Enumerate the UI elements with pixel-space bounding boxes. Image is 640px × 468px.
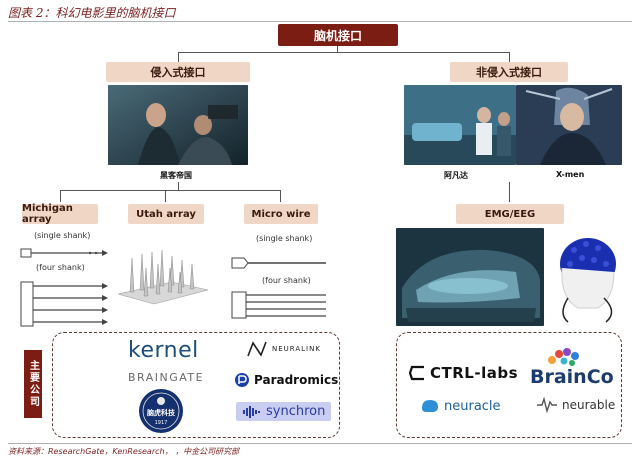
companies-label: 主要公司 [24, 350, 42, 418]
michigan-four-label: (four shank) [36, 263, 85, 272]
ctrl-labs-logo: CTRL-labs [408, 364, 518, 382]
micro-wire-box: Micro wire [244, 204, 318, 224]
noninvasive-category: 非侵入式接口 [450, 62, 568, 82]
paradromics-icon [235, 373, 249, 387]
microwire-four-diagram [230, 290, 328, 324]
seal-name: 脑虎科技 [147, 409, 175, 417]
michigan-drop [60, 190, 61, 202]
root-stem [337, 46, 338, 52]
microwire-four-label: (four shank) [262, 276, 311, 285]
michigan-array-box: Michigan array [22, 203, 98, 225]
neurable-logo: neurable [536, 396, 615, 414]
michigan-single-shank-diagram [20, 245, 110, 264]
paradromics-wordmark: Paradromics [254, 373, 339, 387]
synchron-icon [243, 405, 260, 418]
utah-drop [165, 190, 166, 202]
kernel-logo: kernel [128, 338, 199, 363]
root-branch-horizontal [178, 52, 509, 53]
paradromics-logo: Paradromics [234, 372, 338, 388]
invasive-sub-horizontal [60, 190, 280, 191]
utah-array-box: Utah array [128, 204, 204, 224]
ctrl-labs-icon [408, 365, 424, 381]
title-divider [8, 21, 632, 22]
emg-eeg-box: EMG/EEG [456, 204, 564, 224]
branch-right-drop [509, 52, 510, 62]
avatar-caption: 阿凡达 [444, 171, 468, 180]
matrix-caption: 黑客帝国 [160, 171, 192, 180]
neuracle-wordmark: neuracle [444, 398, 501, 414]
xmen-caption: X-men [556, 170, 585, 179]
synchron-wordmark: synchron [266, 404, 326, 419]
michigan-four-shank-diagram [20, 280, 110, 332]
source-note: 资料来源：ResearchGate，KenResearch， ，中金公司研究部 [8, 447, 240, 456]
neuracle-logo: neuracle [420, 398, 501, 414]
invasive-companies-panel [52, 332, 340, 438]
kernel-wordmark: kernel [128, 338, 199, 363]
brainco-logo: BrainCo [530, 346, 614, 388]
neuralink-icon [247, 341, 267, 357]
microwire-single-diagram [230, 254, 328, 276]
eeg-cap-photo [548, 228, 626, 326]
neurable-wordmark: neurable [562, 398, 616, 412]
xmen-movie-still [516, 85, 622, 165]
synchron-logo: synchron [236, 402, 332, 421]
footer-divider [8, 443, 632, 444]
braingate-logo: BRAINGATE [128, 371, 204, 384]
braingate-wordmark: BRAINGATE [128, 371, 205, 384]
branch-left-drop [178, 52, 179, 62]
brain-tiger-seal: 脑虎科技 1917 [138, 388, 184, 434]
noninvasive-drop-line [509, 182, 510, 202]
brainco-wordmark: BrainCo [530, 366, 614, 388]
avatar-pod-photo [396, 228, 544, 326]
avatar-movie-still [404, 85, 516, 165]
root-node: 脑机接口 [278, 24, 398, 46]
invasive-drop-line [178, 182, 179, 190]
neuralink-wordmark: NEURALINK [272, 345, 321, 353]
figure-title: 图表 2：科幻电影里的脑机接口 [8, 6, 176, 20]
microwire-single-label: (single shank) [256, 234, 313, 243]
matrix-movie-still [108, 85, 248, 165]
noninvasive-companies-panel [396, 332, 622, 438]
microwire-drop [280, 190, 281, 202]
utah-array-diagram [112, 244, 212, 310]
neuracle-icon [422, 400, 438, 412]
seal-year: 1917 [154, 420, 168, 426]
invasive-category: 侵入式接口 [106, 62, 250, 82]
brainco-dots-icon [548, 348, 579, 366]
neuralink-logo: NEURALINK [246, 340, 321, 358]
neurable-icon [537, 396, 557, 414]
ctrl-labs-wordmark: CTRL-labs [430, 364, 519, 382]
michigan-single-label: (single shank) [34, 231, 91, 240]
